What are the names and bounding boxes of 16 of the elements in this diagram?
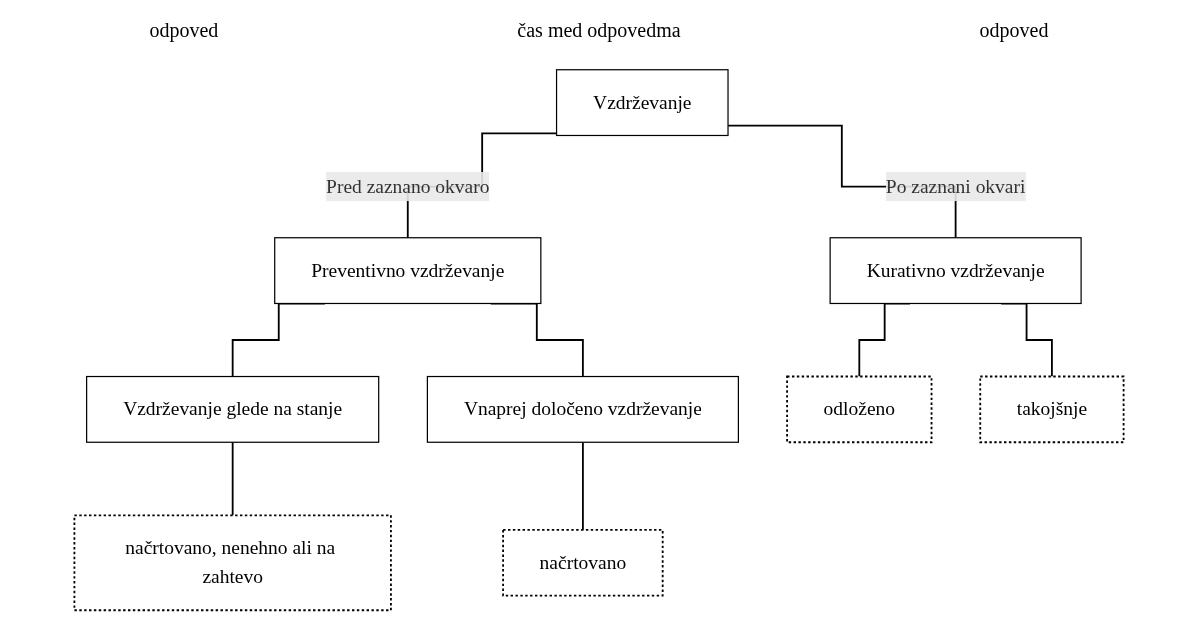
connector [581, 441, 584, 531]
node-box: Kurativno vzdrževanje [829, 237, 1082, 305]
node-box: Vzdrževanje glede na stanje [86, 375, 380, 443]
node-box: načrtovano, nenehno ali na zahtevo [73, 514, 392, 612]
node-box: načrtovano [502, 529, 664, 597]
connector [231, 441, 234, 517]
node-box: Preventivno vzdrževanje [274, 237, 542, 305]
node-box: takojšnje [979, 375, 1125, 444]
edge-label: Po zaznani okvari [885, 175, 1026, 197]
note-text: odpoved [979, 18, 1049, 42]
note-text: odpoved [149, 18, 219, 42]
note-text: čas med odpovedma [517, 18, 681, 42]
node-box: Vzdrževanje [555, 69, 729, 137]
edge-label: Pred zaznano okvaro [326, 175, 490, 197]
node-box: odloženo [786, 375, 933, 444]
node-box: Vnaprej določeno vzdrževanje [426, 375, 739, 443]
